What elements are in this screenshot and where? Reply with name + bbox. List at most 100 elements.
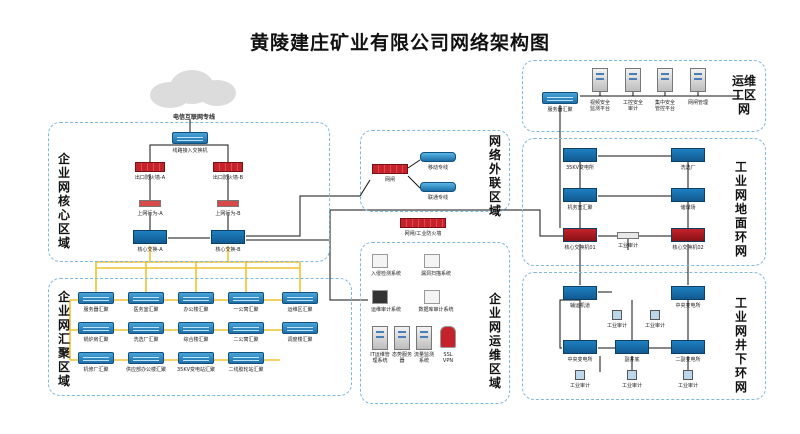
zone-aggregation: [48, 278, 352, 396]
agg-switch-label: 办公楼汇聚: [183, 307, 209, 313]
ug-s-central-label: 中央变电所: [567, 357, 593, 363]
behavior-b-icon: [217, 200, 239, 207]
agg-switch-icon: [178, 352, 214, 364]
zone-external: [360, 130, 510, 212]
ground-core1-icon: [563, 228, 597, 242]
ug-audit-label-2: 工业审计: [644, 323, 666, 329]
flow-monitor-label: 流量监测系统: [414, 352, 435, 364]
ground-storage-label: 储煤场: [680, 205, 696, 211]
zone-label-core: 企业网核心区域: [57, 152, 70, 250]
it-ops-server-icon: [372, 326, 388, 350]
industrial-firewall-label: 网闸/工业防火墙: [404, 231, 442, 237]
access-switch-icon: [172, 132, 208, 144]
remote-server-label: 集中安全管控平台: [654, 100, 675, 112]
ids-label: 入侵检测系统: [370, 271, 402, 277]
page-title: 黄陵建庄矿业有限公司网络架构图: [249, 32, 550, 54]
ground-storage-icon: [671, 188, 705, 202]
unicom-line-icon: [420, 182, 456, 192]
db-audit-label: 数据库审计系统: [418, 307, 454, 313]
agg-switch-icon: [282, 292, 318, 304]
agg-switch-label: 运维区汇聚: [287, 307, 313, 313]
ug-central-station-label: 中央变电所: [675, 303, 701, 309]
zone-label-ground: 工业网地面环网: [734, 160, 747, 258]
ug-s-central-icon: [563, 340, 597, 354]
ssl-vpn-label: SSL VPN: [442, 352, 454, 364]
zone-label-ops-remote: 运维工区网: [731, 74, 756, 116]
ug-audit-pc-icon: [627, 370, 637, 380]
remote-server-label: 工控安全审计: [622, 100, 643, 112]
ug-audit-label-3: 工业审计: [569, 383, 591, 389]
situation-label: 态势服务器: [392, 352, 413, 364]
ground-35kv-switch-icon: [563, 148, 597, 162]
agg-switch-label: 洗选厂汇聚: [133, 337, 159, 343]
agg-switch-icon: [282, 322, 318, 334]
ground-core2-icon: [671, 228, 705, 242]
ground-mine-agg-label: 机务室汇聚: [567, 205, 593, 211]
zone-label-external: 网络外联区域: [488, 134, 501, 218]
internet-line-label: 电信互联网专线: [172, 114, 216, 121]
ug-coal-face-label: 副井底: [624, 357, 640, 363]
agg-switch-icon: [128, 292, 164, 304]
agg-switch-icon: [178, 292, 214, 304]
vuln-scan-icon: [424, 254, 440, 268]
agg-switch-label: 医务室汇聚: [133, 307, 159, 313]
ground-core1-label: 核心交换机01: [564, 245, 596, 251]
ground-wash-label: 洗选厂: [680, 165, 696, 171]
behavior-a-label: 上网行为-A: [137, 211, 163, 217]
ug-audit-label: 工业审计: [606, 323, 628, 329]
ug-main-shaft-icon: [563, 286, 597, 300]
remote-server-icon: [657, 68, 673, 92]
remote-server-icon: [592, 68, 608, 92]
core-switch-b-icon: [211, 230, 245, 244]
behavior-a-icon: [139, 200, 161, 207]
ops-audit-label: 运维审计系统: [370, 307, 402, 313]
agg-switch-icon: [128, 352, 164, 364]
ug-coal-face-icon: [615, 340, 649, 354]
ground-mine-agg-icon: [563, 188, 597, 202]
unicom-line-label: 联通专线: [427, 195, 449, 201]
ops-audit-icon: [372, 290, 388, 304]
agg-switch-label: 调度楼汇聚: [287, 337, 313, 343]
firewall-b-icon: [213, 162, 243, 172]
access-switch-label: 线路接入交换机: [172, 148, 208, 154]
zone-ops-enterprise: [360, 242, 510, 404]
agg-switch-label: 供应部办公楼汇聚: [125, 367, 167, 373]
ground-audit-label: 工业审计: [617, 243, 639, 249]
agg-switch-icon: [228, 322, 264, 334]
agg-switch-icon: [178, 322, 214, 334]
agg-switch-label: 综合楼汇聚: [183, 337, 209, 343]
agg-switch-label: 二公寓汇聚: [233, 337, 259, 343]
db-audit-icon: [424, 290, 440, 304]
remote-server-label: 视频安全监测平台: [589, 100, 610, 112]
zone-core: [48, 122, 330, 262]
agg-switch-icon: [228, 292, 264, 304]
core-switch-b-label: 核心交换-B: [215, 247, 241, 253]
zone-ops-remote: [522, 60, 766, 132]
mobile-line-label: 移动专线: [427, 165, 449, 171]
ug-audit-pc-icon: [612, 310, 622, 320]
external-gateway-icon: [372, 164, 408, 174]
remote-agg-switch-label: 服务器汇聚: [547, 107, 573, 113]
zone-label-agg: 企业网汇聚区域: [57, 290, 70, 388]
internet-cloud-icon: [140, 68, 240, 112]
it-ops-label: IT运维管理系统: [370, 352, 390, 364]
ug-audit-pc-icon: [683, 370, 693, 380]
flow-monitor-icon: [416, 326, 432, 350]
ug-audit-pc-icon: [575, 370, 585, 380]
agg-switch-label: 35KV变电站汇聚: [176, 367, 216, 373]
zone-label-underground: 工业网井下环网: [734, 296, 747, 394]
ug-central-station-icon: [671, 286, 705, 300]
ug-pump2-label: 二副变电所: [675, 357, 701, 363]
external-gateway-label: 网闸: [384, 177, 396, 183]
zone-ground-ring: [522, 138, 766, 266]
ground-core2-label: 核心交换机02: [672, 245, 704, 251]
agg-switch-icon: [78, 292, 114, 304]
ground-wash-switch-icon: [671, 148, 705, 162]
ground-35kv-label: 35KV变电所: [565, 165, 595, 171]
agg-switch-label: 机修厂汇聚: [83, 367, 109, 373]
remote-agg-switch-icon: [542, 92, 578, 104]
core-switch-a-icon: [133, 230, 167, 244]
ug-audit-label-5: 工业审计: [677, 383, 699, 389]
firewall-a-icon: [135, 162, 165, 172]
